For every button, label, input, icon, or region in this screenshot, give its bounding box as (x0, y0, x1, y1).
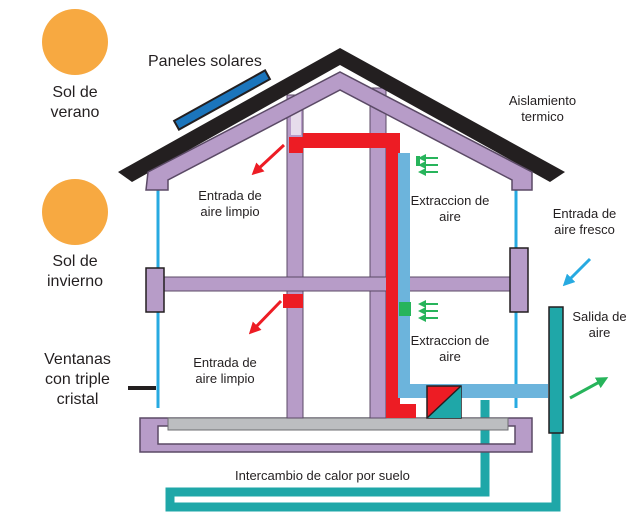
extraction-label-upper: Extraccion de aire (410, 193, 490, 225)
hot-air-duct (303, 133, 400, 418)
exhaust-air-arrow (569, 377, 609, 400)
extract-vent-upper (416, 154, 438, 176)
left-wall-bracket (145, 267, 165, 313)
attic-light-post (291, 110, 301, 135)
ground-heat-loop (165, 400, 561, 512)
extract-vent-lower (399, 300, 438, 322)
hot-air-duct-lower-stub (386, 404, 416, 418)
hot-air-duct-upper-band (289, 137, 303, 153)
clean-air-arrow-upper (251, 143, 286, 176)
floor-finish (167, 417, 509, 431)
insulation-label: Aislamiento termico (508, 93, 577, 125)
extraction-label-lower: Extraccion de aire (410, 333, 490, 365)
right-wall-bracket (509, 247, 529, 313)
mid-floor-beam (147, 276, 524, 292)
clean-air-label-lower: Entrada de aire limpio (193, 355, 257, 387)
summer-sun-label: Sol de verano (50, 84, 100, 121)
summer-sun-icon (42, 9, 108, 75)
hot-air-duct-lower-band (283, 294, 303, 308)
solar-panel-icon (172, 69, 272, 131)
floor-heat-exchange-label: Intercambio de calor por suelo (235, 468, 410, 483)
outdoor-air-stack (548, 306, 564, 434)
solar-panels-label: Paneles solares (148, 53, 262, 70)
fresh-air-arrow (562, 257, 592, 287)
heat-exchanger-icon (426, 385, 462, 419)
winter-sun-icon (42, 179, 108, 245)
roof (118, 48, 565, 191)
fresh-air-label: Entrada de aire fresco (552, 206, 617, 238)
winter-sun-label: Sol de invierno (46, 253, 104, 290)
air-out-label: Salida de aire (572, 309, 627, 341)
windows-label: Ventanas con triple cristal (44, 351, 111, 408)
clean-air-arrow-lower (248, 299, 283, 335)
clean-air-label-upper: Entrada de aire limpio (198, 188, 262, 220)
